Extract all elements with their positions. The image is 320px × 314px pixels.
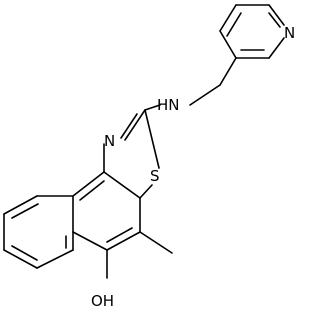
methyl-group [139, 231, 173, 254]
pyridine-ring [219, 4, 285, 59]
hydroxyl-label: OH [91, 292, 114, 310]
naphthalene-core [3, 171, 141, 269]
pyridine-nitrogen-label: N [284, 24, 295, 42]
amine-bond [144, 104, 161, 111]
methylene-linker [189, 57, 237, 106]
thiazole-sulfur-label: S [150, 167, 160, 185]
thiazole-ring [103, 109, 160, 199]
amine-nh-label: HN [157, 96, 180, 114]
chemical-structure-diagram: N HN N S OH [3, 4, 295, 310]
structure-canvas: N HN N S OH [3, 4, 295, 310]
thiazole-nitrogen-label: N [104, 132, 115, 150]
